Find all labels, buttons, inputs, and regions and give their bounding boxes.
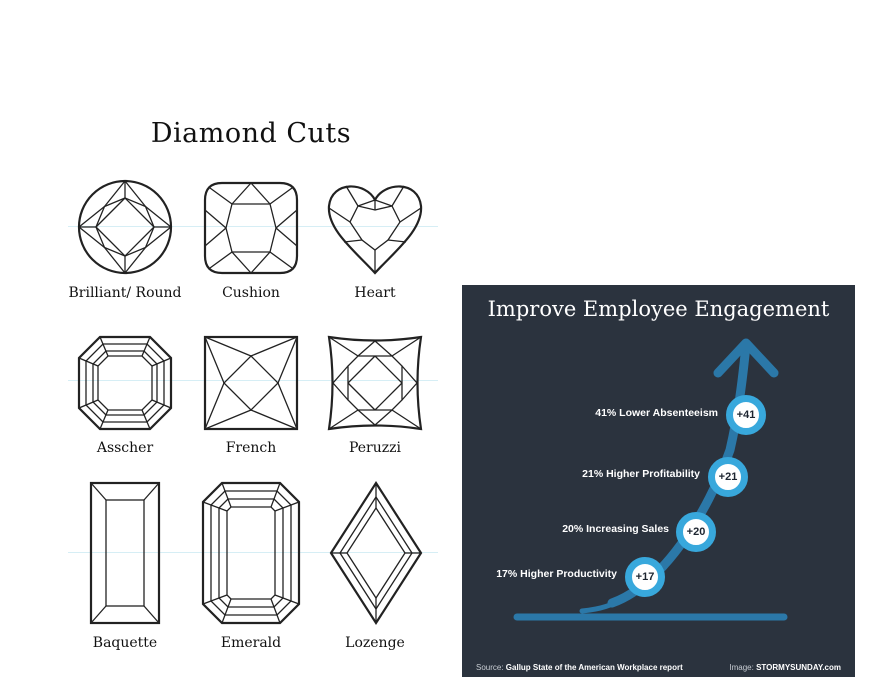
engagement-badge: +41 (726, 395, 766, 435)
arrow-head-icon (713, 338, 779, 378)
engagement-panel: Improve Employee Engagement 41% Lower Ab… (462, 285, 855, 677)
growth-arrow (513, 338, 788, 621)
engagement-item-label: 41% Lower Absenteeism (595, 407, 718, 419)
cut-label-asscher: Asscher (96, 440, 154, 456)
engagement-item-label: 20% Increasing Sales (562, 523, 669, 535)
heart-diamond-icon (327, 185, 423, 275)
cut-label-emerald: Emerald (220, 635, 282, 651)
cut-label-heart: Heart (354, 285, 396, 301)
cut-label-french: French (225, 440, 277, 456)
guide-line (68, 552, 438, 553)
diamond-cuts-title: Diamond Cuts (150, 118, 352, 149)
baguette-diamond-icon (89, 481, 161, 625)
engagement-badge: +21 (708, 457, 748, 497)
cut-label-round: Brilliant/ Round (68, 285, 182, 301)
image-credit: Image: STORMYSUNDAY.com (729, 663, 841, 672)
engagement-item-label: 17% Higher Productivity (496, 568, 617, 580)
engagement-item-label: 21% Higher Profitability (582, 468, 700, 480)
round-brilliant-diamond-icon (77, 179, 173, 275)
peruzzi-diamond-icon (327, 335, 423, 431)
engagement-badge: +17 (625, 557, 665, 597)
engagement-badge: +20 (676, 512, 716, 552)
cut-label-cushion: Cushion (222, 285, 280, 301)
emerald-diamond-icon (201, 481, 301, 625)
engagement-title: Improve Employee Engagement (487, 297, 830, 321)
asscher-diamond-icon (77, 335, 173, 431)
lozenge-diamond-icon (329, 480, 423, 626)
french-diamond-icon (203, 335, 299, 431)
cut-label-peruzzi: Peruzzi (348, 440, 401, 456)
cut-label-lozenge: Lozenge (345, 635, 405, 651)
source-credit: Source: Gallup State of the American Wor… (476, 663, 683, 672)
guide-line (68, 380, 438, 381)
cut-label-baquette: Baquette (92, 635, 158, 651)
guide-line (68, 226, 438, 227)
cushion-diamond-icon (203, 181, 299, 275)
diamond-cuts-panel: Diamond Cuts Brilliant/ Round (48, 100, 454, 666)
